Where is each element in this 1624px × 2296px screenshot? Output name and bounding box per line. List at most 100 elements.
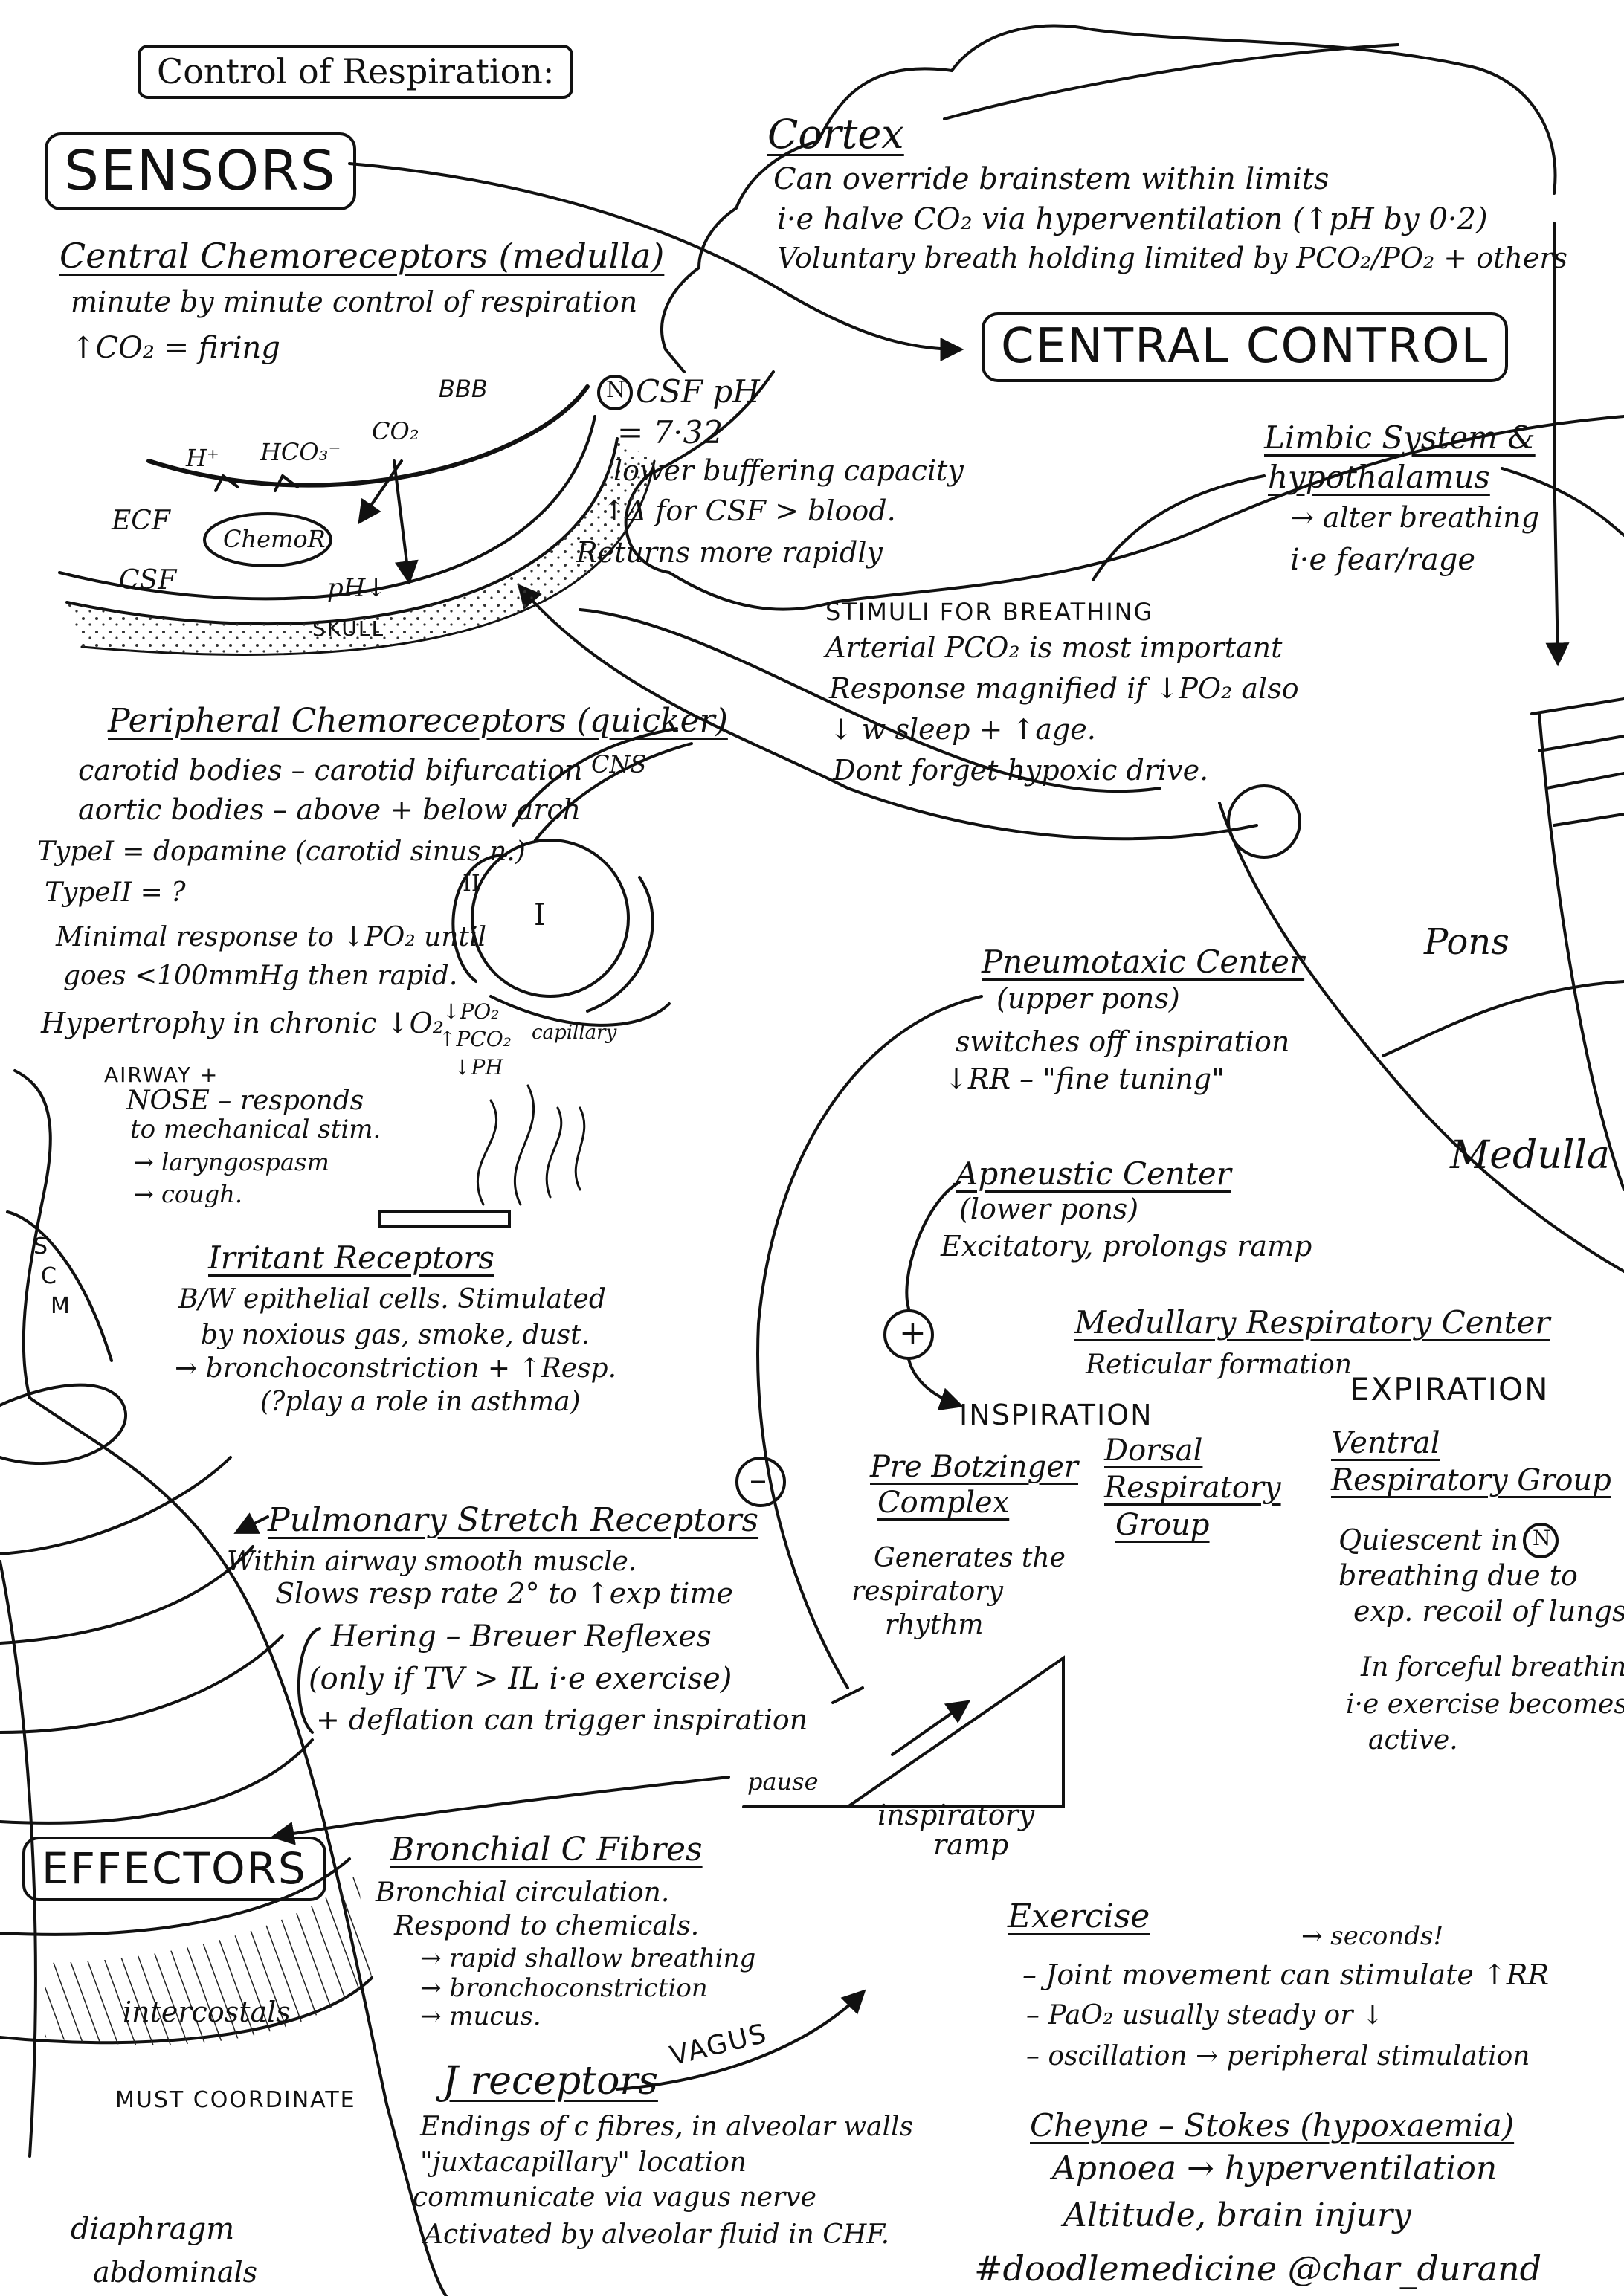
cortex-outline-top	[950, 24, 1557, 195]
stimuli-heading: STIMULI FOR BREATHING	[825, 598, 1154, 626]
jreceptors-line-4: Activated by alveolar fluid in CHF.	[424, 2219, 890, 2250]
skull-dots	[67, 439, 654, 655]
chemor-label: ChemoR	[223, 525, 326, 553]
cheyne-heading: Cheyne – Stokes (hypoxaemia)	[1030, 2107, 1515, 2144]
inspiratory-label-1: inspiratory	[877, 1799, 1035, 1831]
stretch-arrow	[233, 1512, 269, 1534]
cigarette	[378, 1210, 511, 1228]
exercise-seconds: → seconds!	[1301, 1921, 1444, 1951]
glomus-outer	[586, 876, 654, 1013]
cortex-line-2: i·e halve CO₂ via hyperventilation (↑pH …	[777, 202, 1488, 236]
hco3-branch	[274, 474, 299, 492]
gas-line-3: ↓PH	[454, 1055, 503, 1080]
sensors-heading: SENSORS	[45, 132, 356, 211]
irritant-line-2: by noxious gas, smoke, dust.	[201, 1320, 590, 1350]
capillary-label: capillary	[532, 1022, 617, 1044]
brainstem-outline-2	[1538, 712, 1624, 1191]
csf-ph-line-3: lower buffering capacity	[613, 454, 964, 487]
ventral-line-3: exp. recoil of lungs	[1353, 1595, 1624, 1628]
co2-down-arrow	[393, 459, 419, 585]
exercise-heading: Exercise	[1008, 1897, 1150, 1935]
pneumotaxic-heading: Pneumotaxic Center	[982, 944, 1305, 980]
prebotz-line-3: rhythm	[885, 1610, 984, 1640]
jreceptors-line-2: "juxtacapillary" location	[420, 2147, 747, 2178]
ventral-heading-2: Respiratory Group	[1331, 1463, 1611, 1497]
signature: #doodlemedicine @char_durand	[974, 2248, 1542, 2289]
ramp-arrow	[891, 1700, 971, 1756]
peripheral-line-7: Hypertrophy in chronic ↓O₂	[41, 1007, 444, 1039]
pneumotaxic-minus-branch	[756, 995, 983, 1689]
dorsal-line-3: Group	[1115, 1508, 1210, 1542]
cortex-line-1: Can override brainstem within limits	[773, 162, 1330, 196]
bronchial-c-line-4: → bronchoconstriction	[420, 1973, 708, 2003]
bronchial-c-line-2: Respond to chemicals.	[394, 1911, 700, 1941]
chemor-ellipse	[203, 512, 332, 567]
glomus-cap	[451, 854, 507, 983]
medulla-label: Medulla	[1450, 1133, 1611, 1178]
minus-sign: –	[750, 1459, 767, 1499]
peripheral-line-6: goes <100mmHg then rapid.	[63, 961, 458, 991]
limbic-line-2: i·e fear/rage	[1290, 543, 1476, 577]
cortex-bubble-upper	[943, 43, 1399, 120]
dorsal-line-1: Dorsal	[1104, 1434, 1203, 1468]
central-chemo-heading: Central Chemoreceptors (medulla)	[59, 236, 665, 276]
rib-3	[0, 1545, 254, 1645]
cheyne-line-1: Apnoea → hyperventilation	[1052, 2150, 1498, 2187]
rib-4	[0, 1634, 284, 1734]
apneustic-line-1: (lower pons)	[959, 1193, 1139, 1225]
ph-label: pH↓	[327, 573, 387, 603]
scm-muscle	[6, 1210, 113, 1362]
ramp-triangle	[742, 1655, 1065, 1808]
jreceptors-line-1: Endings of c fibres, in alveolar walls	[420, 2112, 913, 2142]
ventral-line-1: Quiescent in	[1338, 1523, 1518, 1556]
arrow-cortex-to-brainstem	[1545, 222, 1570, 667]
smoke	[476, 1084, 586, 1206]
airway-line-2: NOSE – responds	[126, 1086, 364, 1116]
limbic-to-stem	[1501, 467, 1624, 537]
apneustic-line-2: Excitatory, prolongs ramp	[941, 1230, 1312, 1263]
irritant-line-4: (?play a role in asthma)	[260, 1387, 581, 1417]
peripheral-line-4: TypeII = ?	[45, 877, 186, 908]
peripheral-line-1: carotid bodies – carotid bifurcation	[78, 754, 583, 787]
central-chemo-line-2: ↑CO₂ = firing	[71, 331, 280, 365]
glomus-tube	[512, 727, 693, 842]
abdominals-label: abdominals	[93, 2256, 258, 2289]
stretch-line-2: Slows resp rate 2° to ↑exp time	[275, 1577, 733, 1610]
ventral-line-2: breathing due to	[1338, 1559, 1578, 1592]
intercostals-label: intercostals	[123, 1996, 291, 2028]
exercise-line-2: – PaO₂ usually steady or ↓	[1026, 2000, 1385, 2031]
arrow-sensors-to-central	[348, 162, 964, 361]
hplus-branch	[214, 474, 239, 492]
hplus-label: H⁺	[186, 444, 219, 472]
arrow-to-central-chemo	[517, 584, 1258, 841]
pneumotaxic-line-3: ↓RR – "fine tuning"	[944, 1062, 1225, 1095]
jreceptors-heading: J receptors	[442, 2059, 658, 2103]
peripheral-heading: Peripheral Chemoreceptors (quicker)	[108, 702, 728, 740]
co2-label: CO₂	[372, 417, 419, 445]
ventral-line-4: In forceful breathing	[1361, 1652, 1624, 1683]
jreceptors-line-3: communicate via vagus nerve	[413, 2182, 816, 2213]
expiration-label: EXPIRATION	[1350, 1371, 1550, 1407]
diaphragm-band	[45, 1874, 372, 2045]
gas-line-1: ↓PO₂	[442, 999, 500, 1024]
lung-outline	[28, 1396, 448, 2296]
medullary-heading: Medullary Respiratory Center	[1074, 1304, 1550, 1341]
prebotz-line-1: Generates the	[874, 1543, 1066, 1573]
airway-line-1: AIRWAY +	[104, 1062, 219, 1087]
limbic-heading-2: hypothalamus	[1268, 459, 1490, 495]
cortex-heading: Cortex	[767, 111, 904, 158]
stretch-line-1: Within airway smooth muscle.	[227, 1547, 637, 1577]
scm-m: M	[51, 1293, 70, 1319]
minus-circle	[735, 1457, 786, 1507]
cortex-outline	[660, 67, 953, 373]
bronchial-c-heading: Bronchial C Fibres	[390, 1831, 703, 1868]
bronchial-c-line-1: Bronchial circulation.	[376, 1877, 670, 1908]
ventral-n: N	[1533, 1526, 1551, 1550]
type1-cell	[471, 839, 630, 998]
ecf-label: ECF	[112, 506, 170, 536]
ventral-line-6: active.	[1368, 1725, 1458, 1755]
irritant-line-3: → bronchoconstriction + ↑Resp.	[175, 1353, 617, 1384]
csf-ph-line-4: ↑Δ for CSF > blood.	[602, 494, 896, 527]
stretch-heading: Pulmonary Stretch Receptors	[268, 1501, 759, 1539]
apneustic-heading: Apneustic Center	[956, 1155, 1231, 1192]
